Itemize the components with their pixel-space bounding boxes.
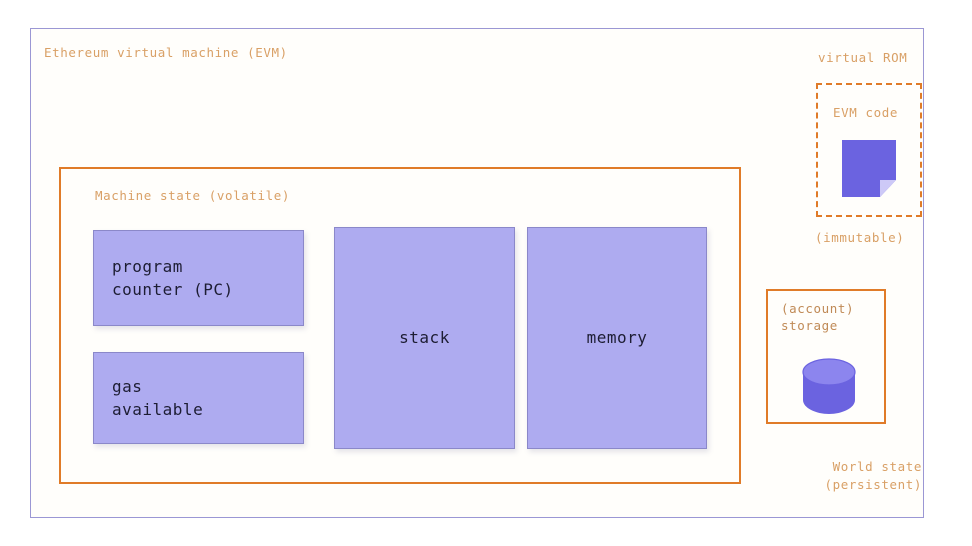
memory-block: memory [527, 227, 707, 449]
program-counter-label: program counter (PC) [112, 256, 234, 299]
gas-available-block: gas available [93, 352, 304, 444]
account-storage-label: (account) storage [781, 301, 855, 333]
machine-state-title: Machine state (volatile) [95, 188, 291, 203]
immutable-note: (immutable) [815, 230, 905, 245]
memory-label: memory [586, 328, 648, 348]
evm-title: Ethereum virtual machine (EVM) [44, 45, 288, 60]
document-icon [842, 140, 896, 197]
stack-block: stack [334, 227, 515, 449]
program-counter-block: program counter (PC) [93, 230, 304, 326]
evm-code-label: EVM code [833, 105, 899, 120]
virtual-rom-title: virtual ROM [818, 50, 908, 65]
gas-available-label: gas available [112, 376, 204, 419]
world-state-note: World state (persistent) [824, 459, 922, 492]
database-cylinder-icon [799, 355, 859, 417]
stack-label: stack [399, 328, 450, 348]
